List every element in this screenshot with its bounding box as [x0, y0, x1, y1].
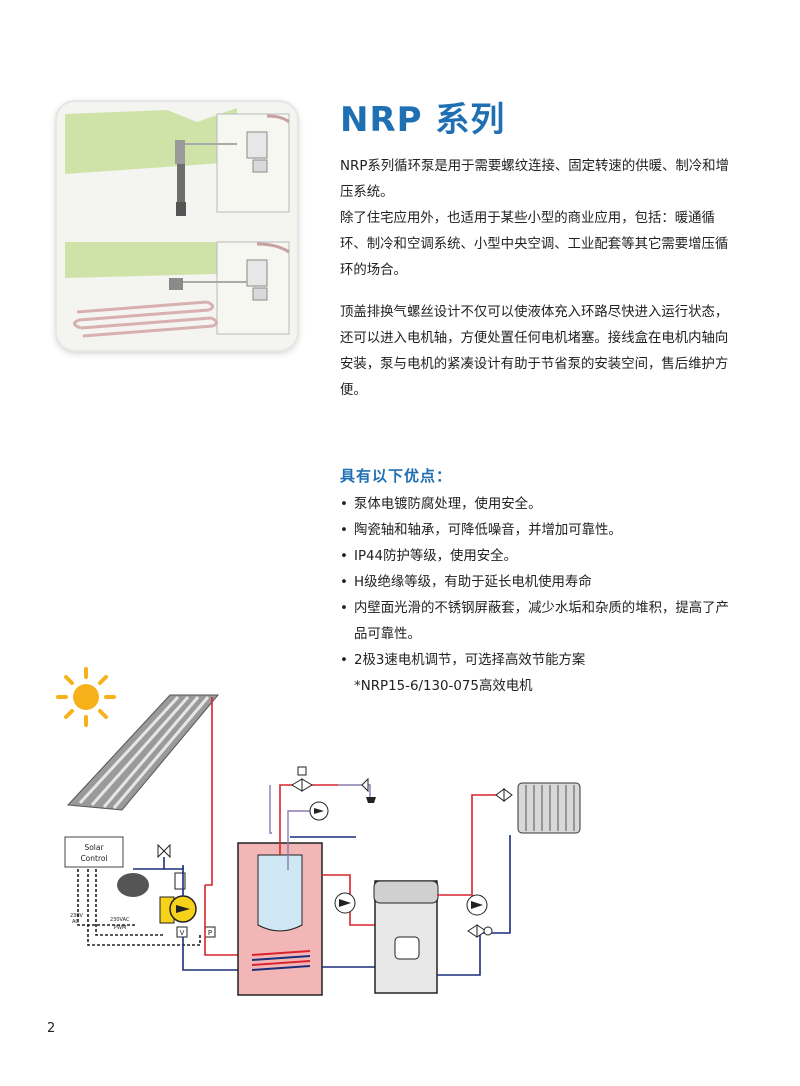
page-number: 2	[47, 1021, 56, 1036]
expansion-vessel	[117, 873, 149, 897]
voltage-label-3: 230VAC	[110, 917, 130, 923]
list-item: IP44防护等级，使用安全。	[340, 544, 740, 570]
list-item: 内壁面光滑的不锈钢屏蔽套，减少水垢和杂质的堆积，提高了产品可靠性。	[340, 596, 740, 648]
list-item: 陶瓷轴和轴承，可降低噪音，并增加可靠性。	[340, 518, 740, 544]
heating-system-illustration	[57, 102, 297, 350]
page-title: NRP 系列	[340, 100, 506, 140]
radiator	[517, 782, 581, 834]
solar-heating-diagram: Solar Control 230V AC 230VAC PWM V P	[56, 667, 581, 996]
heat-exchanger-coil	[251, 950, 311, 971]
solar-collector	[66, 694, 220, 811]
pwm-label: PWM	[114, 925, 126, 931]
sun-icon	[56, 667, 116, 727]
solar-control-label-2: Control	[80, 854, 107, 863]
efficiency-note: *NRP15-6/130-075高效电机	[354, 679, 533, 694]
advantages-heading: 具有以下优点：	[340, 467, 453, 485]
house-heating-drawing	[65, 108, 290, 338]
voltage-label-2: AC	[72, 919, 79, 925]
voltage-label-1: 230V	[70, 913, 84, 919]
solar-control-label-1: Solar	[84, 843, 104, 852]
design-paragraph: 顶盖排换气螺丝设计不仅可以使液体充入环路尽快进入运行状态，还可以进入电机轴，方便…	[340, 305, 729, 398]
pressure-label: P	[208, 929, 212, 937]
flow-meter-label: V	[180, 929, 185, 937]
list-item: H级绝缘等级，有助于延长电机使用寿命	[340, 570, 740, 596]
intro-text-1: NRP系列循环泵是用于需要螺纹连接、固定转速的供暖、制冷和增压系统。	[340, 159, 729, 200]
solar-control-box	[64, 836, 124, 868]
intro-text-2: 除了住宅应用外，也适用于某些小型的商业应用，包括：暖通循环、制冷和空调系统、小型…	[340, 211, 729, 278]
intro-paragraph: NRP系列循环泵是用于需要螺纹连接、固定转速的供暖、制冷和增压系统。 除了住宅应…	[340, 154, 740, 284]
list-item: 2极3速电机调节，可选择高效节能方案	[340, 648, 740, 674]
advantages-list: 泵体电镀防腐处理，使用安全。 陶瓷轴和轴承，可降低噪音，并增加可靠性。 IP44…	[340, 492, 740, 700]
list-item: 泵体电镀防腐处理，使用安全。	[340, 492, 740, 518]
shower-icon	[366, 797, 376, 803]
